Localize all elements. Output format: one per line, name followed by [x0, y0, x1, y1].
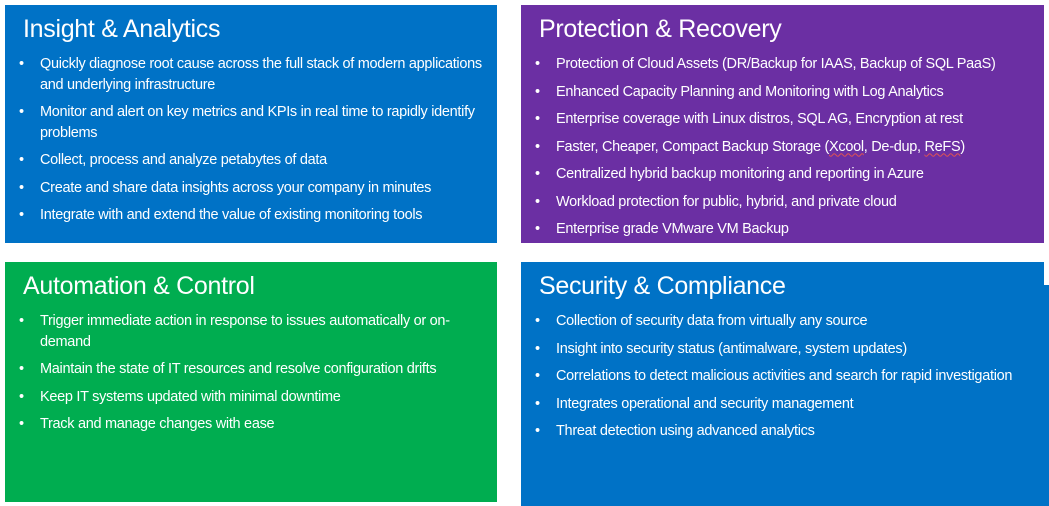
bullet-item: • Create and share data insights across y… — [18, 178, 490, 199]
bullet-dot: • — [535, 340, 540, 357]
bullet-text: Enterprise coverage with Linux distros, … — [556, 111, 963, 127]
bullet-text: Workload protection for public, hybrid, … — [556, 193, 897, 210]
bullet-text: Monitor and alert on key metrics and KPI… — [40, 104, 475, 141]
misspelled-word: ReFS — [924, 138, 961, 155]
bullet-text: Integrates operational and security mana… — [556, 395, 854, 412]
bullet-item: • Protection of Cloud Assets (DR/Backup f… — [534, 54, 1037, 75]
bullet-item: • Maintain the state of IT resources and … — [18, 359, 490, 380]
bullet-text: Threat detection using advanced analytic… — [556, 423, 815, 439]
bullet-item: • Enterprise coverage with Linux distros,… — [534, 109, 1037, 130]
panel-security-compliance: Security & Compliance • Collection of sec… — [521, 262, 1049, 506]
bullet-item: • Monitor and alert on key metrics and KP… — [18, 102, 490, 143]
panel-protection-recovery: Protection & Recovery • Protection of Clo… — [521, 5, 1044, 243]
misspelled-word: Xcool — [829, 138, 864, 155]
panel-automation-control: Automation & Control • Trigger immediate … — [5, 262, 497, 502]
bullet-dot: • — [535, 56, 540, 72]
bullet-item: • Insight into security status (antimalwa… — [534, 339, 1042, 360]
bullet-text: Trigger immediate action in response to … — [40, 313, 450, 350]
bullet-dot: • — [535, 313, 540, 329]
bullet-item: • Keep IT systems updated with minimal do… — [18, 387, 490, 408]
bullet-text: Enhanced Capacity Planning and Monitorin… — [556, 83, 944, 100]
bullet-dot: • — [535, 221, 540, 237]
bullet-list: • Protection of Cloud Assets (DR/Backup f… — [534, 54, 1037, 240]
bullet-text: Insight into security status (antimalwar… — [556, 340, 907, 357]
bullet-list: • Quickly diagnose root cause across the … — [18, 54, 490, 226]
bullet-dot: • — [19, 152, 24, 168]
bullet-dot: • — [535, 423, 540, 439]
bullet-dot: • — [535, 368, 540, 384]
bullet-text: Maintain the state of IT resources and r… — [40, 361, 437, 377]
bullet-item: • Collection of security data from virtua… — [534, 311, 1042, 332]
bullet-item: • Integrate with and extend the value of … — [18, 205, 490, 226]
bullet-item: • Track and manage changes with ease — [18, 414, 490, 435]
bullet-item: • Integrates operational and security man… — [534, 394, 1042, 415]
white-corner-notch — [1044, 262, 1049, 285]
bullet-text: Faster, Cheaper, Compact Backup Storage … — [556, 138, 965, 155]
bullet-dot: • — [19, 56, 24, 72]
panel-title: Insight & Analytics — [23, 15, 221, 43]
bullet-text: Enterprise grade VMware VM Backup — [556, 221, 789, 237]
panel-title: Automation & Control — [23, 272, 255, 300]
bullet-dot: • — [19, 207, 24, 223]
panel-insight-analytics: Insight & Analytics • Quickly diagnose ro… — [5, 5, 497, 243]
bullet-dot: • — [535, 166, 540, 182]
bullet-dot: • — [19, 313, 24, 329]
bullet-dot: • — [535, 83, 540, 100]
bullet-item: • Enhanced Capacity Planning and Monitori… — [534, 82, 1037, 103]
bullet-text: Track and manage changes with ease — [40, 416, 275, 432]
panel-title: Security & Compliance — [539, 272, 786, 300]
bullet-item: • Workload protection for public, hybrid,… — [534, 192, 1037, 213]
bullet-item: • Collect, process and analyze petabytes … — [18, 150, 490, 171]
bullet-item: • Threat detection using advanced analyti… — [534, 421, 1042, 442]
bullet-dot: • — [19, 361, 24, 377]
bullet-item: • Trigger immediate action in response to… — [18, 311, 490, 352]
bullet-text: Collection of security data from virtual… — [556, 313, 868, 329]
bullet-text: Keep IT systems updated with minimal dow… — [40, 388, 341, 405]
bullet-dot: • — [535, 111, 540, 127]
bullet-list: • Collection of security data from virtua… — [534, 311, 1042, 442]
bullet-item: • Faster, Cheaper, Compact Backup Storage… — [534, 137, 1037, 158]
bullet-item: • Quickly diagnose root cause across the … — [18, 54, 490, 95]
bullet-item: • Correlations to detect malicious activi… — [534, 366, 1042, 387]
bullet-text: Create and share data insights across yo… — [40, 179, 432, 196]
bullet-text: Protection of Cloud Assets (DR/Backup fo… — [556, 56, 996, 72]
bullet-text: Quickly diagnose root cause across the f… — [40, 56, 482, 93]
bullet-dot: • — [19, 179, 24, 196]
bullet-dot: • — [535, 193, 540, 210]
bullet-item: • Centralized hybrid backup monitoring an… — [534, 164, 1037, 185]
bullet-dot: • — [19, 388, 24, 405]
bullet-item: • Enterprise grade VMware VM Backup — [534, 219, 1037, 240]
bullet-dot: • — [535, 138, 540, 155]
bullet-text: Integrate with and extend the value of e… — [40, 207, 423, 223]
bullet-list: • Trigger immediate action in response to… — [18, 311, 490, 435]
bullet-dot: • — [535, 395, 540, 412]
bullet-text: Correlations to detect malicious activit… — [556, 368, 1013, 384]
bullet-text: Centralized hybrid backup monitoring and… — [556, 166, 924, 182]
bullet-text: Collect, process and analyze petabytes o… — [40, 152, 327, 168]
bullet-dot: • — [19, 416, 24, 432]
bullet-dot: • — [19, 104, 24, 120]
panel-title: Protection & Recovery — [539, 15, 782, 43]
